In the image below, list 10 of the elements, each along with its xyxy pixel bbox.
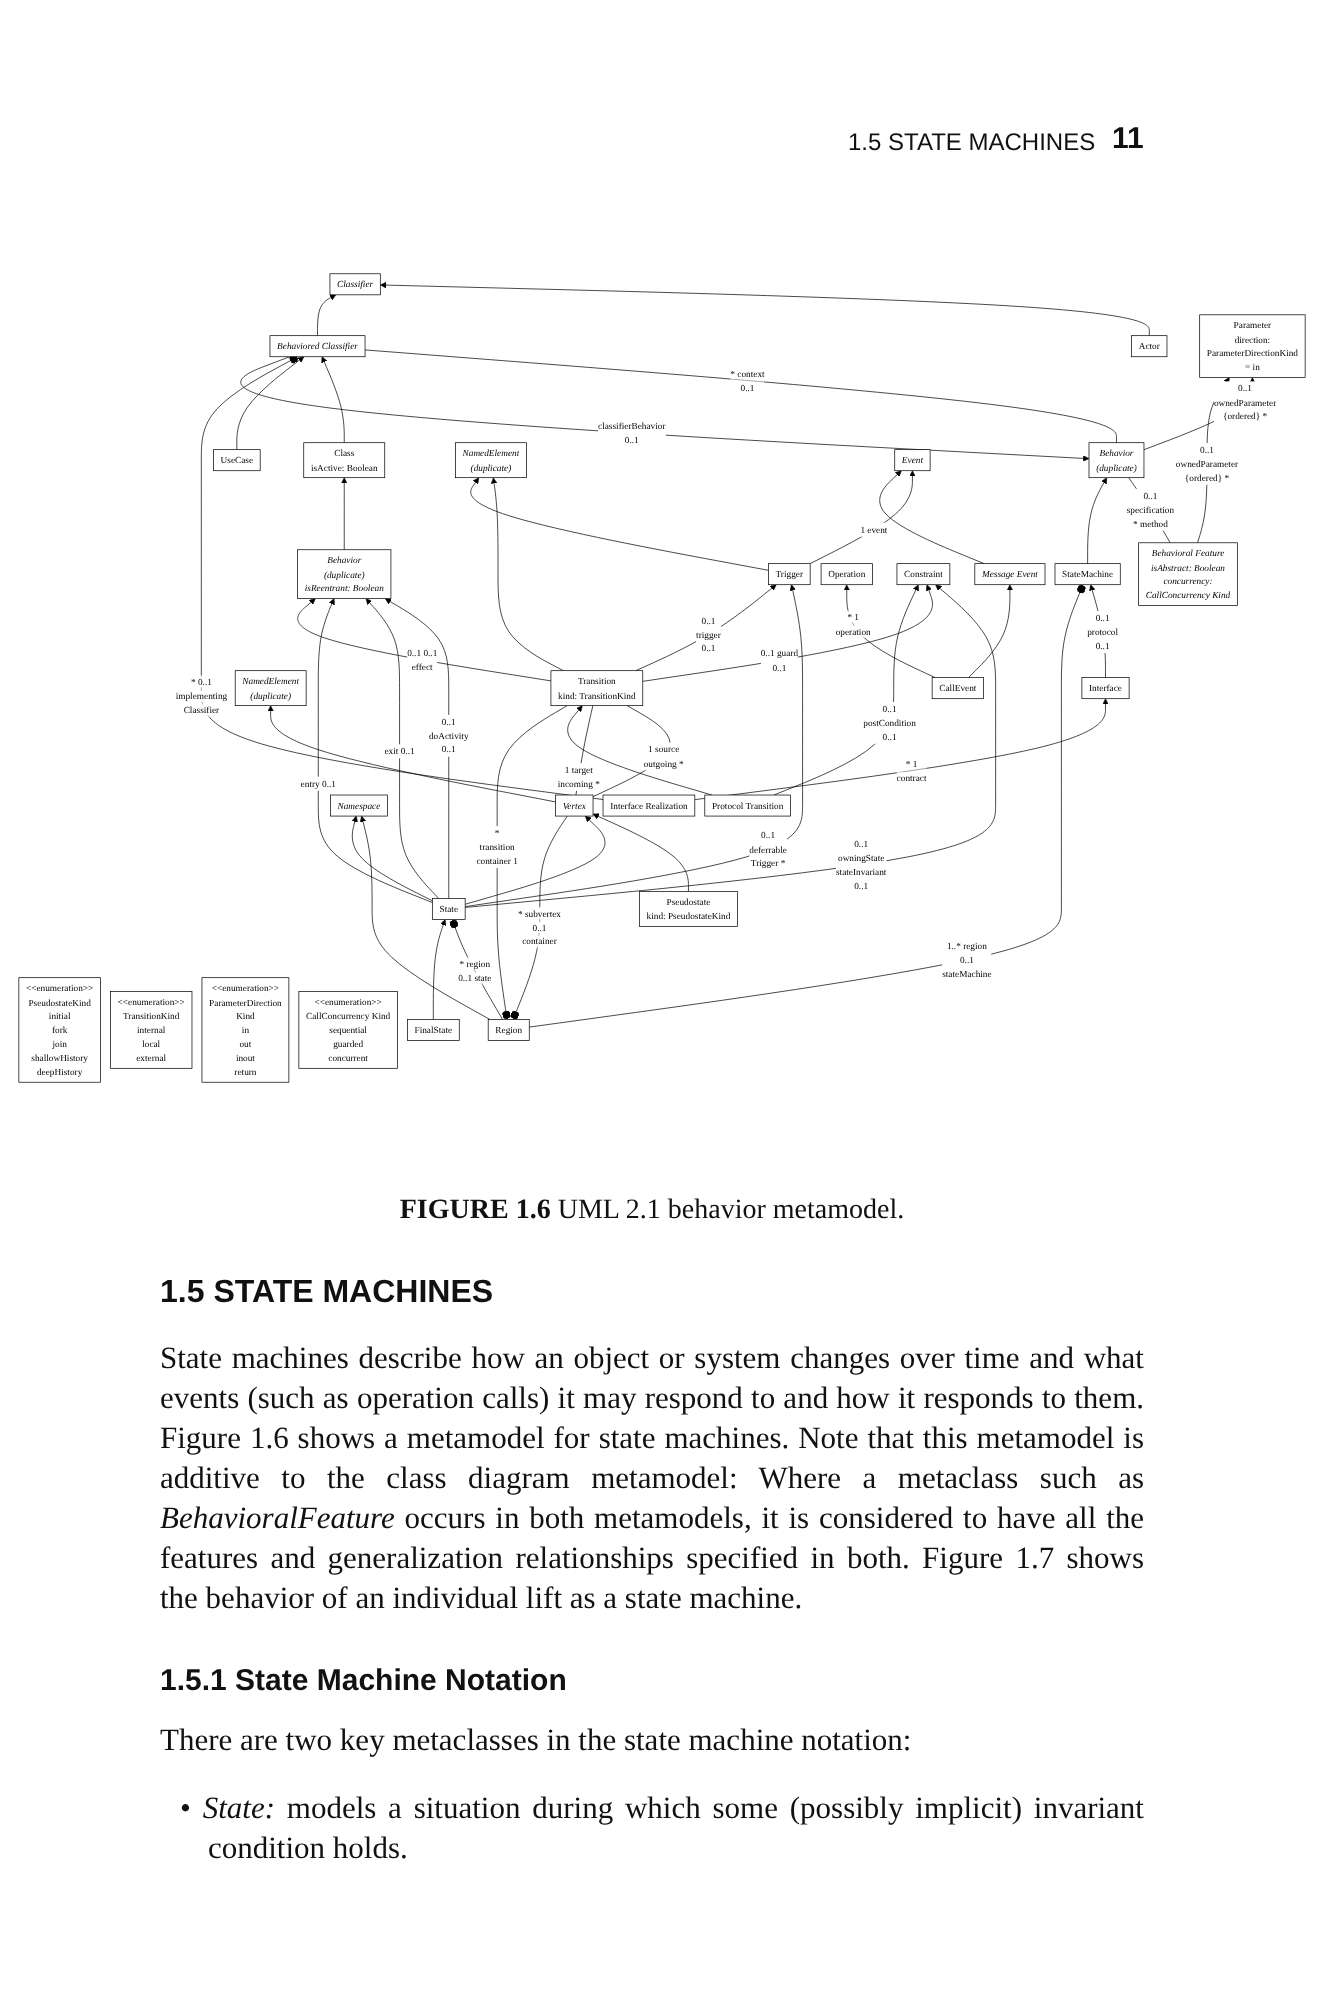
figure-caption: FIGURE 1.6 UML 2.1 behavior metamodel.	[397, 1196, 907, 1228]
section-heading: 1.5 STATE MACHINES	[160, 1276, 496, 1312]
subsection-heading: 1.5.1 State Machine Notation	[160, 1664, 569, 1698]
body-paragraph: State machines describe how an object or system changes over time and what events (such as operation calls) it may respond to and how it responds to them. Figure 1.6 shows a metamodel for state machines. Note that this metamodel is additive to the class diagram metamodel: Where a metaclass such as BehavioralFeature occurs in both metamodels, it is considered to have all the features and generalization relationships specified in both. Figure 1.7 shows the behavior of an individual lift as a state machine.	[160, 1340, 1144, 1620]
running-header: 1.5 STATE MACHINES	[848, 128, 1096, 156]
page-number: 11	[1112, 122, 1144, 156]
body-paragraph: There are two key metaclasses in the state machine notation:	[160, 1722, 914, 1762]
connector	[364, 349, 1117, 444]
bullet-item: • State: models a situation during which some (possibly implicit) invariant condition holds.	[180, 1790, 1144, 1870]
connector	[592, 705, 671, 798]
